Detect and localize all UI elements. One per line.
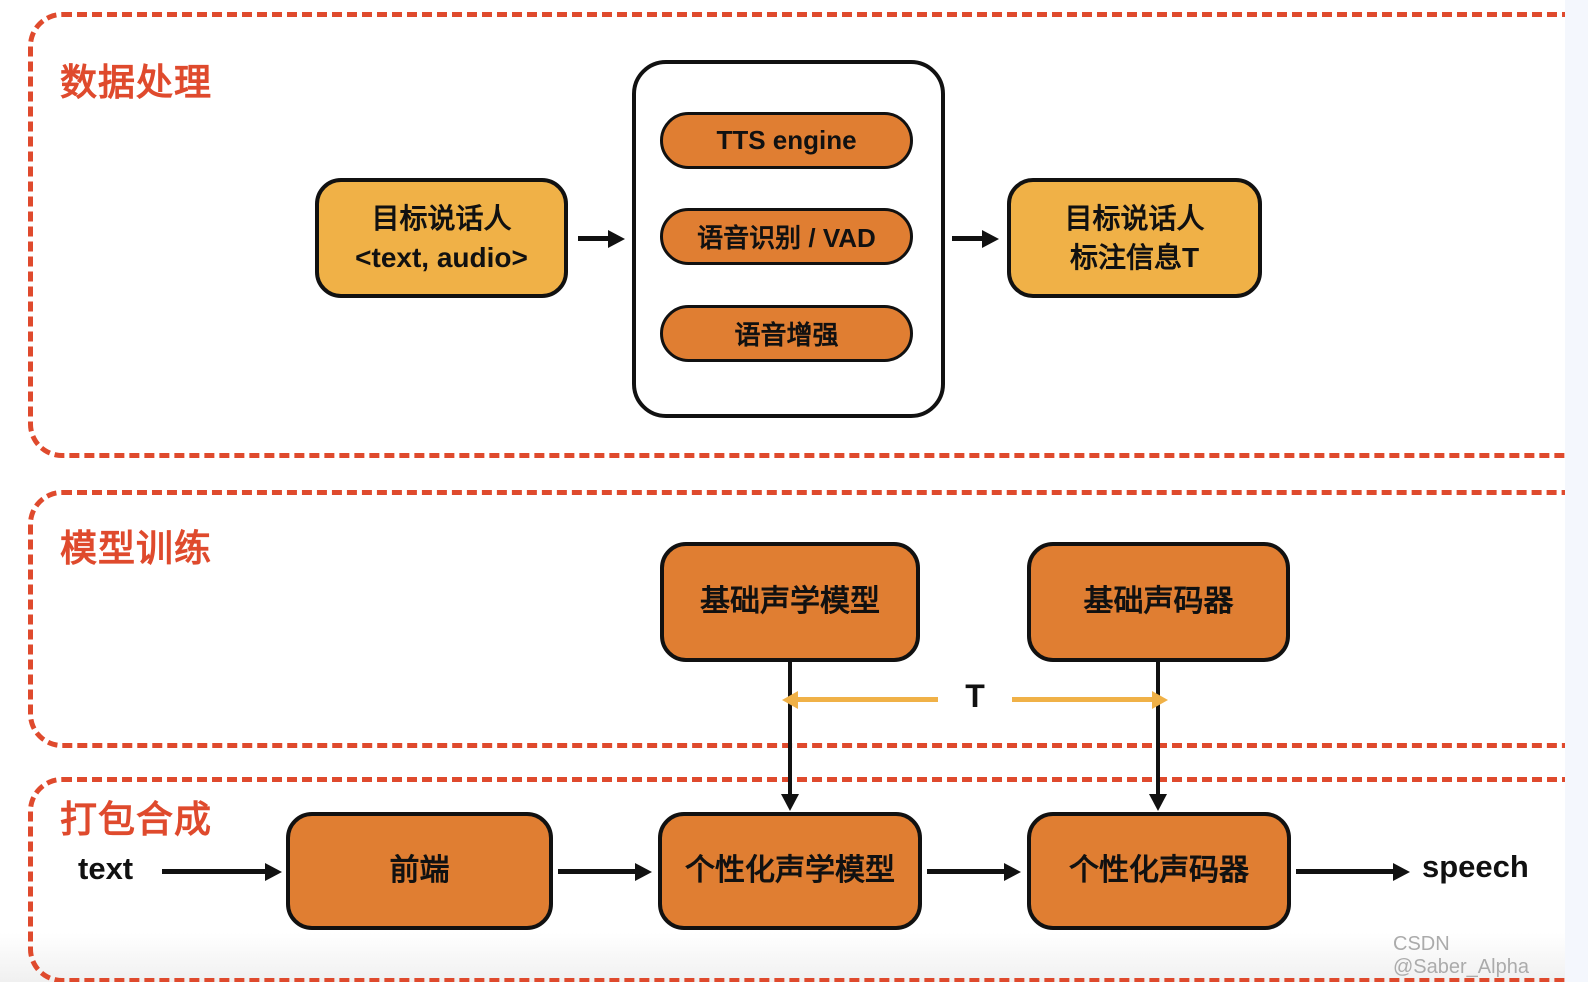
node-frontend: 前端 (286, 812, 553, 930)
node-target-speaker-data-line1: 目标说话人 (371, 202, 512, 234)
pill-asr-vad: 语音识别 / VAD (660, 208, 913, 265)
label-speech-output: speech (1422, 849, 1529, 884)
pill-tts-engine-label: TTS engine (716, 125, 857, 155)
node-target-speaker-data: 目标说话人 <text, audio> (315, 178, 568, 298)
section-panel-model-training (28, 490, 1588, 748)
section-panel-packaging (28, 777, 1588, 982)
section-title-packaging: 打包合成 (60, 799, 212, 840)
node-target-speaker-annotation: 目标说话人 标注信息T (1007, 178, 1262, 298)
arrow-transfer-right (1012, 697, 1152, 702)
pill-tts-engine: TTS engine (660, 112, 913, 169)
node-personalized-vocoder-label: 个性化声码器 (1069, 854, 1249, 887)
node-base-vocoder-label: 基础声码器 (1083, 585, 1234, 618)
node-frontend-label: 前端 (389, 854, 450, 887)
pill-speech-enhancement: 语音增强 (660, 305, 913, 362)
node-base-acoustic-model: 基础声学模型 (660, 542, 920, 662)
node-personalized-vocoder: 个性化声码器 (1027, 812, 1291, 930)
node-target-speaker-data-line2: <text, audio> (355, 242, 528, 273)
pill-asr-vad-label: 语音识别 / VAD (697, 223, 876, 253)
arrow-transfer-left (798, 697, 938, 702)
arrow-pipeline-to-output (952, 236, 982, 241)
node-target-speaker-annotation-line1: 目标说话人 (1064, 202, 1205, 234)
arrow-base-vocoder-to-personalized (1156, 662, 1160, 794)
arrow-acoustic-to-vocoder (927, 869, 1004, 874)
arrow-base-acoustic-to-personalized (788, 662, 792, 794)
arrow-text-to-frontend (162, 869, 265, 874)
section-panel-data-processing (28, 12, 1588, 458)
arrow-frontend-to-acoustic (558, 869, 635, 874)
pill-speech-enhancement-label: 语音增强 (734, 320, 839, 350)
label-text-input: text (78, 851, 134, 886)
watermark-text: CSDN @Saber_Alpha (1393, 933, 1529, 978)
node-base-acoustic-model-label: 基础声学模型 (700, 585, 880, 618)
node-base-vocoder: 基础声码器 (1027, 542, 1290, 662)
section-title-model-training: 模型训练 (60, 528, 212, 569)
arrow-vocoder-to-speech (1296, 869, 1393, 874)
arrow-input-to-pipeline (578, 236, 608, 241)
page-side-strip (1565, 0, 1588, 982)
node-personalized-acoustic-model: 个性化声学模型 (658, 812, 922, 930)
node-personalized-acoustic-model-label: 个性化声学模型 (685, 854, 895, 887)
transfer-label: T (965, 678, 985, 714)
section-title-data-processing: 数据处理 (60, 62, 212, 103)
node-target-speaker-annotation-line2: 标注信息T (1069, 242, 1200, 273)
